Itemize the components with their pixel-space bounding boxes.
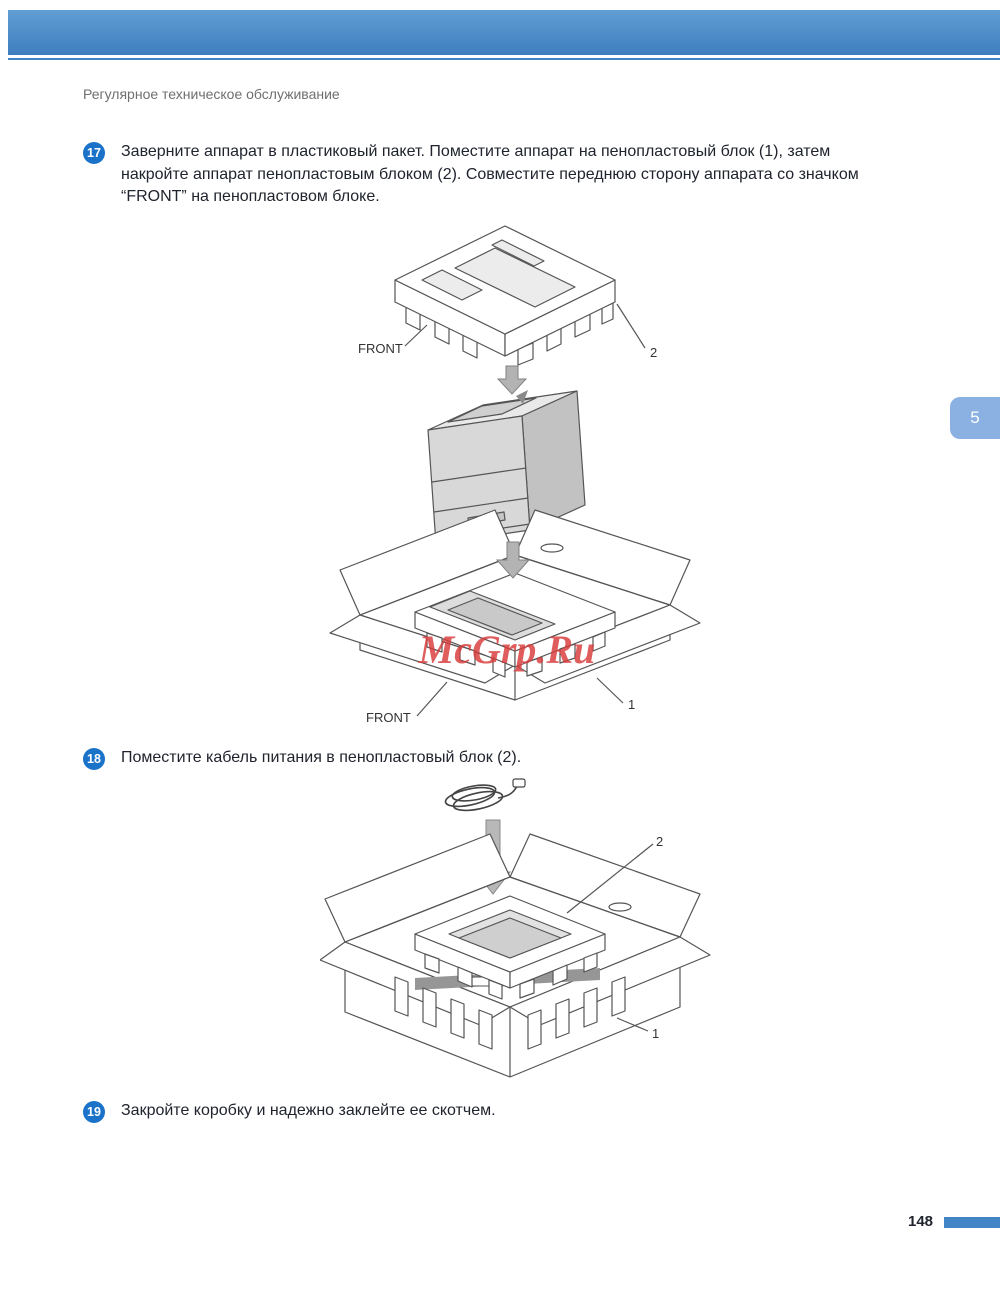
header-bar <box>8 10 1000 55</box>
figure-cable-into-box: 2 1 <box>320 772 720 1087</box>
cable-into-box-illustration: 2 1 <box>320 778 711 1078</box>
foam-posts <box>394 976 626 1050</box>
front-label: FRONT <box>358 341 403 356</box>
callout-2-label: 2 <box>650 345 657 360</box>
step-19: 19 Закройте коробку и надежно заклейте е… <box>83 1100 496 1123</box>
page-number: 148 <box>908 1213 934 1230</box>
step-17-number-badge: 17 <box>83 142 105 164</box>
foam-block-2 <box>414 895 606 1000</box>
foam-block-1 <box>414 572 616 678</box>
front-leader-line <box>404 324 428 347</box>
step-19-text: Закройте коробку и надежно заклейте ее с… <box>121 1102 496 1119</box>
step-18-number-badge: 18 <box>83 748 105 770</box>
callout-2-label: 2 <box>656 834 663 849</box>
figure-foam-block-2: FRONT 2 <box>330 218 710 368</box>
foam-block-2-body <box>394 225 616 366</box>
front-label: FRONT <box>366 710 411 725</box>
chapter-tab: 5 <box>950 397 1000 439</box>
step-18-text: Поместите кабель питания в пенопластовый… <box>121 749 522 766</box>
down-arrow-icon <box>495 541 531 579</box>
step-17-text: Заверните аппарат в пластиковый пакет. П… <box>121 143 859 206</box>
callout-2-leader-line <box>566 843 654 914</box>
callout-1-leader-line <box>616 1017 649 1032</box>
box-interior <box>394 968 626 1050</box>
running-header: Регулярное техническое обслуживание <box>83 86 340 102</box>
foam-block-2-illustration: FRONT 2 <box>358 225 657 366</box>
step-17: 17 Заверните аппарат в пластиковый пакет… <box>83 141 893 209</box>
callout-1-leader-line <box>596 677 624 704</box>
header-rule <box>8 58 1000 60</box>
down-arrow-icon <box>496 365 528 395</box>
cardboard-box <box>329 509 701 701</box>
power-cable <box>444 778 526 812</box>
footer-bar <box>944 1217 1000 1228</box>
callout-2-leader-line <box>616 303 646 349</box>
figure-printer-into-box: McGrp.Ru FRONT 1 <box>320 360 720 740</box>
callout-1-label: 1 <box>628 697 635 712</box>
printer-into-box-illustration: McGrp.Ru FRONT 1 <box>329 365 701 725</box>
step-19-number-badge: 19 <box>83 1101 105 1123</box>
watermark-text: McGrp.Ru <box>418 627 596 672</box>
front-leader-line <box>416 681 448 717</box>
step-18: 18 Поместите кабель питания в пенопласто… <box>83 747 521 770</box>
callout-1-label: 1 <box>652 1026 659 1041</box>
